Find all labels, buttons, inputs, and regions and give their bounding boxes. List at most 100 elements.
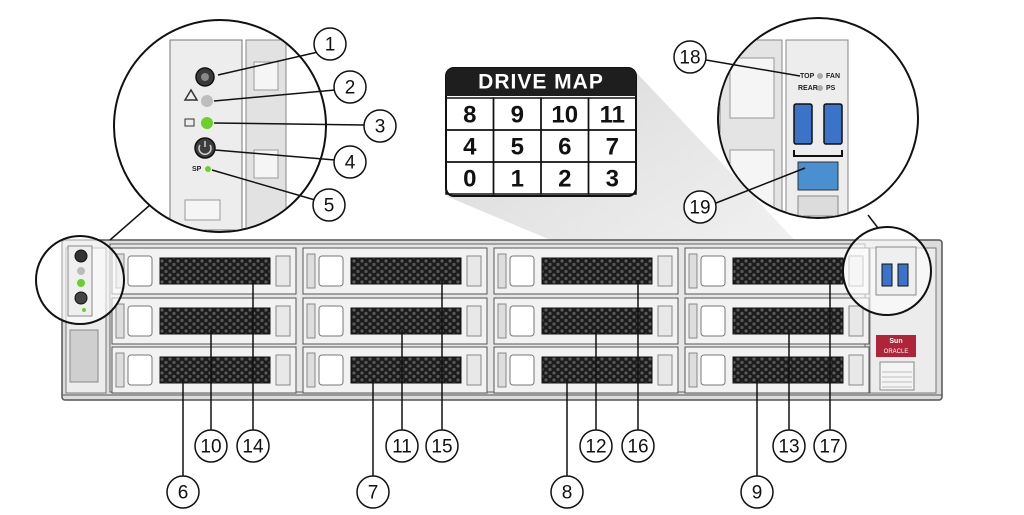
ps-label: PS [826,85,836,92]
callout-number: 3 [375,117,386,138]
callout-number: 13 [778,437,799,458]
callout-leader-line [217,51,319,76]
drive-led-strip [688,352,698,388]
callout-leader-line [213,89,336,102]
power-ok-icon [184,118,195,127]
drive-map-slot-number: 6 [558,134,571,161]
drive-release-button[interactable] [127,305,153,337]
drive-bays [111,247,870,394]
drive-grill [350,307,462,335]
callout-circle [166,475,200,509]
sun-label: Sun [889,338,902,345]
callout-leader-line [211,169,316,201]
usb-port-2-icon [823,103,843,145]
drive-map-slot-number: 10 [551,102,578,129]
power-button-icon [194,137,216,159]
drive-release-button[interactable] [509,305,535,337]
drive-led-strip [497,352,507,388]
callout-leader-line [715,167,806,204]
usb-status-detail: TOP FAN REAR PS [717,17,919,229]
callout-circle [313,27,347,61]
callout-circle [621,429,655,463]
drive-map-slot-number: 7 [606,134,619,161]
drive-label-tag [466,354,482,386]
callout-number: 19 [689,198,710,219]
drive-map-slot-number: 2 [558,166,571,193]
drive-map-slot-number: 5 [511,134,524,161]
callout-number: 9 [752,483,763,504]
drive-label-tag [466,255,482,287]
callout-circle [333,70,367,104]
drive-led-strip [306,303,316,339]
callout-number: 15 [431,437,452,458]
usb-panel-small [842,226,932,316]
callout-circle [236,429,270,463]
callout-circle [740,475,774,509]
fan-label: FAN [826,73,840,80]
callout-number: 2 [345,78,356,99]
callout-number: 7 [368,483,379,504]
drive-release-button[interactable] [127,255,153,287]
drive-label-tag [275,255,291,287]
callout-number: 1 [325,35,336,56]
callout-number: 16 [627,437,648,458]
sun-oracle-badge [876,335,916,357]
callout-circle [813,429,847,463]
drive-label-tag [466,305,482,337]
drive-release-button[interactable] [318,354,344,386]
drive-grill [541,307,653,335]
front-panel-indicators-small [35,235,125,325]
drive-map-slot-number: 8 [463,102,476,129]
callout-leader-line [213,122,365,126]
drive-label-tag [657,305,673,337]
rfid-tag [879,361,915,391]
drive-led-strip [306,352,316,388]
drive-release-button[interactable] [318,255,344,287]
drive-led-strip [688,253,698,289]
drive-release-button[interactable] [509,255,535,287]
drive-led-strip [497,253,507,289]
drive-release-button[interactable] [700,354,726,386]
drive-map-slot-number: 11 [600,102,625,129]
callout-circle [425,429,459,463]
callout-circle [550,475,584,509]
drive-label-tag [657,354,673,386]
drive-grill [732,307,844,335]
drive-led-strip [306,253,316,289]
sp-ok-led [205,166,211,172]
drive-label-tag [275,305,291,337]
callout-number: 6 [178,483,189,504]
drive-led-strip [688,303,698,339]
drive-release-button[interactable] [700,255,726,287]
drive-release-button[interactable] [700,305,726,337]
drive-release-button[interactable] [127,354,153,386]
drive-label-tag [657,255,673,287]
callout-circle [683,190,717,224]
drive-map-cell [587,161,637,195]
callout-leaders [182,51,831,476]
drive-release-button[interactable] [318,305,344,337]
drive-led-strip [115,303,125,339]
callout-circle [333,145,367,179]
service-required-led [201,95,213,107]
drive-grill [159,307,271,335]
top-label: TOP [800,73,815,80]
drive-label-tag [848,354,864,386]
callout-number: 17 [819,437,840,458]
service-required-icon [183,88,199,101]
drive-map-slot-number: 4 [463,134,477,161]
drive-led-strip [115,352,125,388]
drive-grill [350,257,462,285]
drive-map-header [446,68,636,96]
drive-grill [732,257,844,285]
drive-release-button[interactable] [509,354,535,386]
callout-circle [312,188,346,222]
callout-number: 4 [345,153,356,174]
callout-number: 5 [324,196,335,217]
drive-map-title: DRIVE MAP [478,71,604,94]
drive-grill [541,356,653,384]
rfid-icon [797,161,839,191]
